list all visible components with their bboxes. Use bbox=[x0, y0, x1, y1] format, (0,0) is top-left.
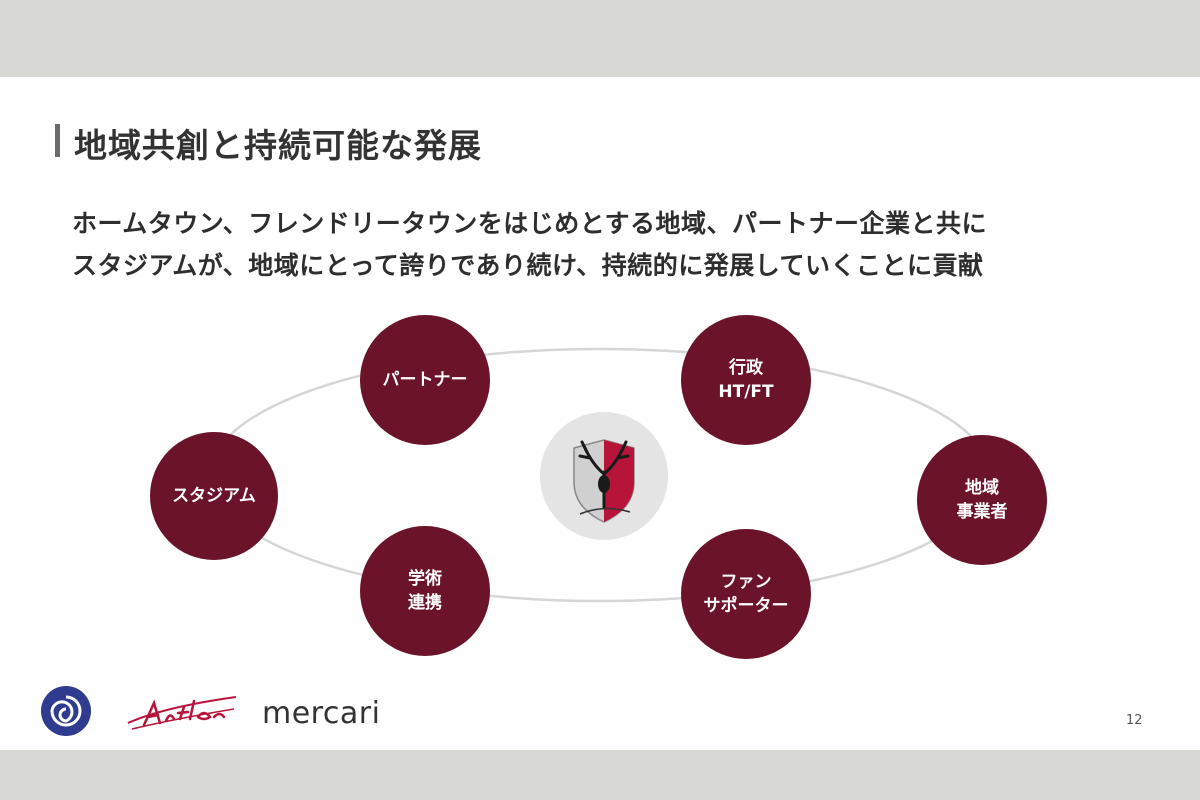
node-stadium: スタジアム bbox=[150, 432, 278, 560]
antlers-logo-icon bbox=[124, 689, 242, 737]
node-chiiki-label-2: 事業者 bbox=[956, 502, 1008, 522]
swirl-logo-icon bbox=[40, 685, 92, 741]
node-gyosei-label-1: 行政 bbox=[729, 358, 763, 378]
node-fan: ファン サポーター bbox=[681, 529, 811, 659]
subtitle-line-2: スタジアムが、地域にとって誇りであり続け、持続的に発展していくことに貢献 bbox=[72, 251, 984, 280]
slide-subtitle: ホームタウン、フレンドリータウンをはじめとする地域、パートナー企業と共に スタジ… bbox=[72, 203, 1152, 287]
slide-title: 地域共創と持続可能な発展 bbox=[74, 126, 482, 165]
subtitle-line-1: ホームタウン、フレンドリータウンをはじめとする地域、パートナー企業と共に bbox=[72, 209, 988, 238]
node-fan-label-2: サポーター bbox=[703, 596, 789, 616]
node-gyosei-label-2: HT/FT bbox=[718, 382, 774, 402]
slide: 地域共創と持続可能な発展 ホームタウン、フレンドリータウンをはじめとする地域、パ… bbox=[0, 77, 1200, 750]
center-emblem bbox=[540, 412, 668, 540]
node-stadium-label: スタジアム bbox=[172, 486, 256, 506]
node-partner-label: パートナー bbox=[382, 370, 468, 390]
node-gakujutsu: 学術 連携 bbox=[360, 526, 490, 656]
node-gakujutsu-label-1: 学術 bbox=[408, 569, 442, 589]
node-chiiki-label-1: 地域 bbox=[965, 478, 999, 498]
title-accent-bar bbox=[55, 124, 60, 157]
page-number: 12 bbox=[1126, 713, 1143, 728]
node-fan-label-1: ファン bbox=[720, 572, 772, 592]
node-partner: パートナー bbox=[360, 315, 490, 445]
antlers-crest-icon bbox=[573, 439, 635, 523]
mercari-logo: mercari bbox=[262, 696, 381, 731]
node-chiiki: 地域 事業者 bbox=[917, 435, 1047, 565]
node-gakujutsu-label-2: 連携 bbox=[408, 593, 442, 613]
node-gyosei: 行政 HT/FT bbox=[681, 315, 811, 445]
